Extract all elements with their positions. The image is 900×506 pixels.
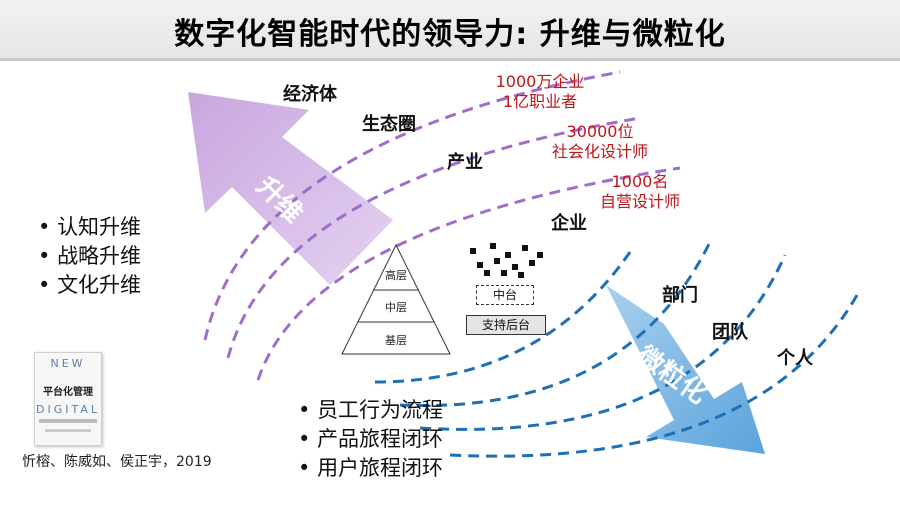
book-cover-line3: DIGITAL (35, 403, 100, 416)
arc-industry (256, 166, 681, 381)
bullet-strategy: 战略升维 (38, 242, 141, 271)
platform-blocks (470, 243, 543, 278)
arc-department (399, 241, 712, 408)
book-caption: 忻榕、陈威如、侯正宇，2019 (22, 454, 212, 470)
granularize-arrow (606, 285, 765, 454)
annotation-economy: 1000万企业 1亿职业者 (495, 72, 585, 111)
arc-enterprise (374, 251, 632, 384)
book-cover: NEW 平台化管理 DIGITAL (34, 352, 102, 446)
level-enterprise: 企业 (551, 213, 587, 234)
arc-team (419, 254, 787, 431)
book-cover-line1: NEW (50, 357, 86, 370)
arc-individual (449, 289, 862, 458)
level-economy: 经济体 (283, 84, 337, 105)
middle-platform-box: 中台 (476, 285, 534, 305)
title-bar: 数字化智能时代的领导力: 升维与微粒化 (0, 0, 900, 61)
bullet-cognitive: 认知升维 (38, 213, 141, 242)
pyramid-top-label: 高层 (385, 269, 407, 282)
level-department: 部门 (662, 285, 698, 306)
level-team: 团队 (712, 322, 748, 343)
bullet-employee-flow: 员工行为流程 (298, 396, 443, 425)
page-title: 数字化智能时代的领导力: 升维与微粒化 (174, 17, 726, 52)
pyramid-outline (341, 243, 451, 355)
level-ecosystem: 生态圈 (362, 114, 416, 135)
upgrade-arrow (188, 92, 393, 285)
book-cover-title: 平台化管理 (43, 387, 93, 398)
bullet-product-journey: 产品旅程闭环 (298, 425, 443, 454)
pyramid-middle-label: 中层 (385, 301, 407, 314)
support-backend-box: 支持后台 (466, 315, 546, 335)
level-individual: 个人 (777, 348, 813, 369)
bottom-bullet-list: 员工行为流程 产品旅程闭环 用户旅程闭环 (298, 396, 443, 483)
annotation-industry: 1000名 自营设计师 (599, 172, 680, 211)
bullet-user-journey: 用户旅程闭环 (298, 454, 443, 483)
annotation-ecosystem: 30000位 社会化设计师 (551, 122, 648, 161)
arc-ecosystem (226, 116, 641, 359)
arc-economy (203, 70, 621, 341)
level-industry: 产业 (447, 152, 483, 173)
bullet-culture: 文化升维 (38, 271, 141, 300)
pyramid-bottom-label: 基层 (385, 334, 407, 347)
left-bullet-list: 认知升维 战略升维 文化升维 (38, 213, 141, 300)
